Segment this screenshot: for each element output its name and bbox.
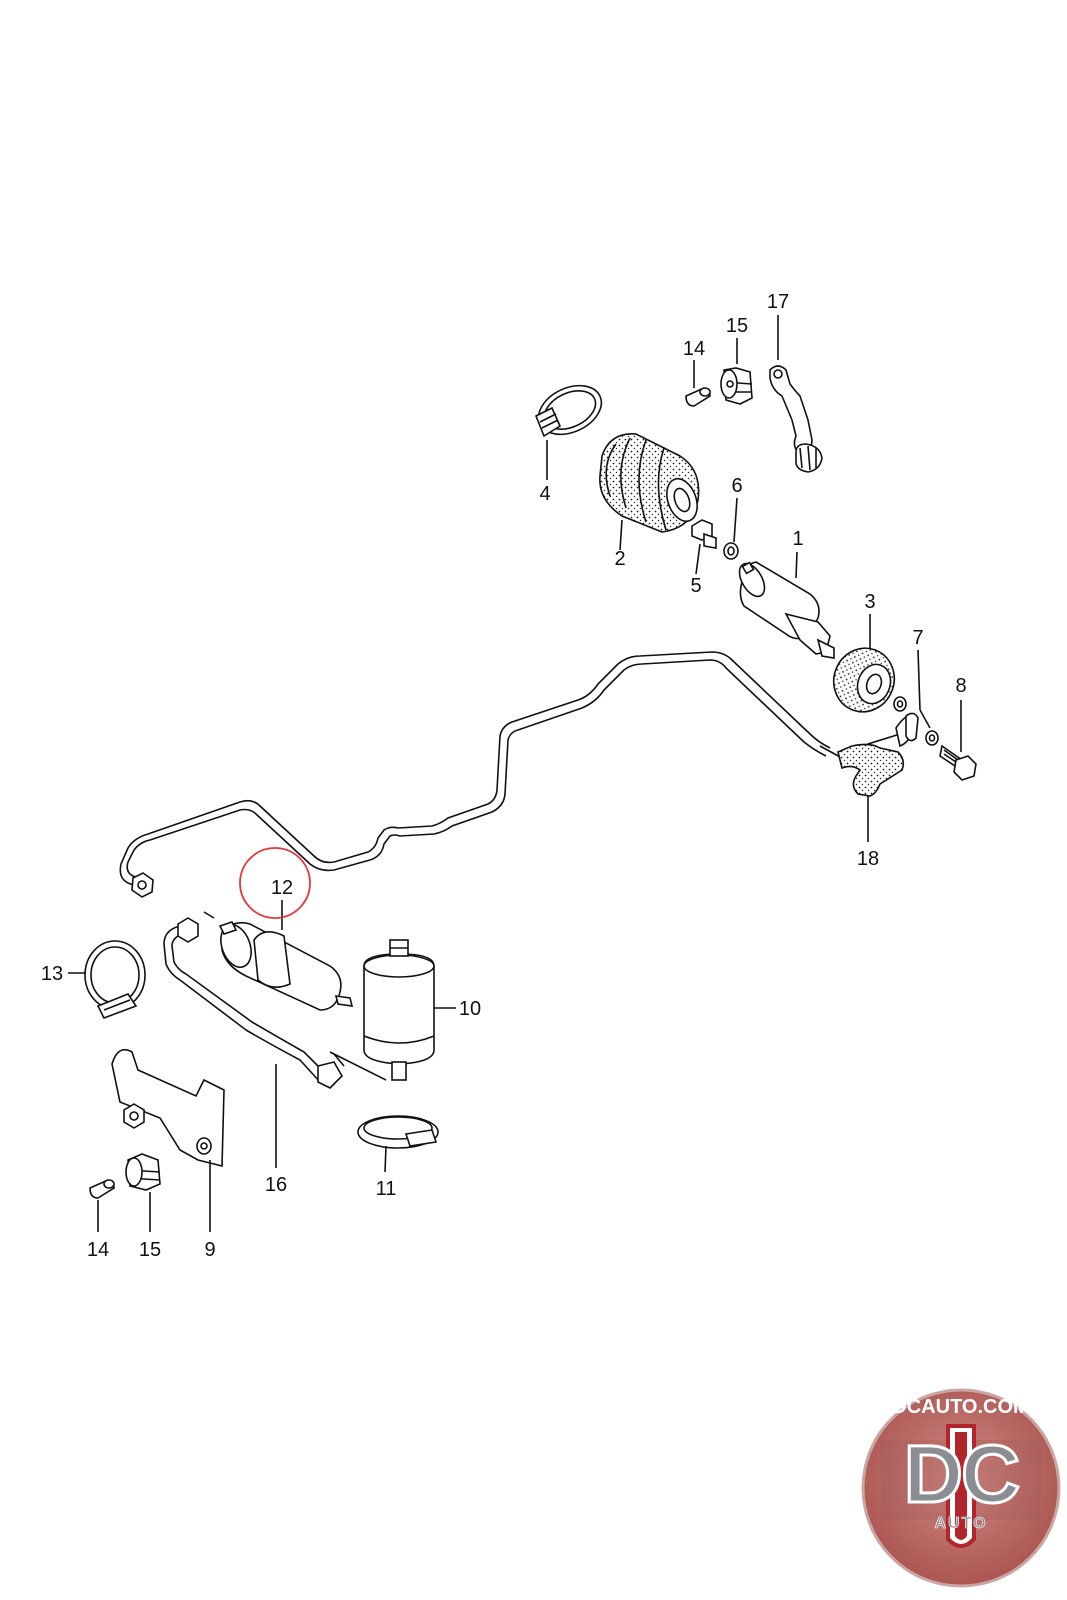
highlight-circle [239,847,311,919]
callout-labels: 1 2 3 4 5 6 7 8 9 10 11 12 13 14 14 15 1… [41,291,967,1261]
part-14-sleeve-upper [685,387,711,407]
callout-9: 9 [204,1239,215,1261]
part-3-rubber-ring [832,647,896,713]
callout-8: 8 [955,675,966,697]
part-1-fuel-pump [738,561,835,659]
part-4-clamp-upper [534,384,603,438]
part-14-sleeve-lower [89,1179,115,1199]
callout-1: 1 [792,528,803,550]
callout-2: 2 [614,548,625,570]
callout-15-upper: 15 [726,315,748,337]
part-15-grommet-upper [720,367,753,405]
callout-6: 6 [731,475,742,497]
callout-14-lower: 14 [87,1239,109,1261]
part-13-clamp-lower [84,940,146,1020]
part-16-pipe [163,911,387,1089]
part-7-washers [893,696,939,746]
callout-14-upper: 14 [683,338,705,360]
part-12-fuel-pump [218,921,354,1011]
callout-13: 13 [41,963,63,985]
callout-3: 3 [864,591,875,613]
callout-4: 4 [539,483,550,505]
part-2-insulator [599,433,700,533]
part-10-fuel-filter [363,939,435,1081]
callout-7: 7 [912,627,923,649]
fuel-line [119,651,915,898]
callout-10: 10 [459,998,481,1020]
callout-15-lower: 15 [139,1239,161,1261]
logo-word: AUTO [934,1515,987,1532]
part-9-bracket [111,1048,225,1168]
part-15-grommet-lower [125,1153,161,1191]
callout-11: 11 [376,1178,397,1200]
part-17-bracket [769,365,823,473]
callout-16: 16 [265,1174,287,1196]
part-11-clamp [357,1115,439,1149]
part-5-fitting [691,519,717,549]
callout-5: 5 [690,575,701,597]
callout-18: 18 [857,848,879,870]
part-6-washer [723,542,739,560]
callout-17: 17 [767,291,789,313]
part-8-bolt [939,744,977,781]
logo-letters: DC [904,1429,1018,1520]
dcauto-logo: DCAUTO.COM DC AUTO [861,1388,1061,1588]
logo-site: DCAUTO.COM [892,1396,1029,1418]
rubber-hose-18 [837,743,905,797]
callout-12: 12 [271,877,293,899]
fuel-line-nut [131,872,154,898]
leader-lines [68,315,962,1232]
